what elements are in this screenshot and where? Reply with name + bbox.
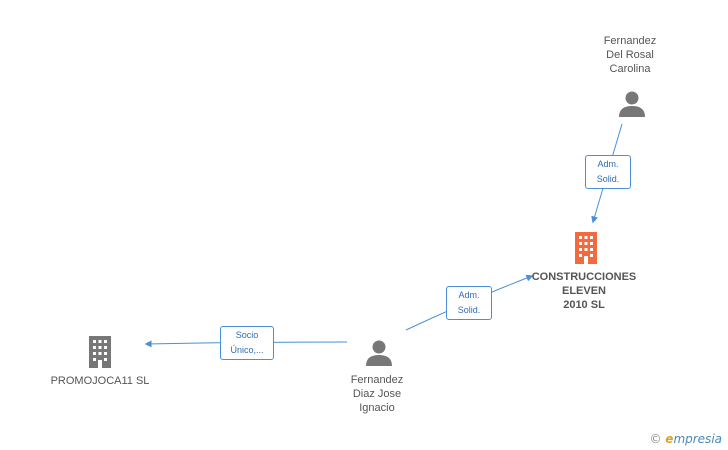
person-carolina-label: Fernandez Del Rosal Carolina <box>603 35 657 75</box>
edge-label-jose-construcciones[interactable]: Adm. Solid. <box>446 286 492 320</box>
edge-label-carolina-construcciones[interactable]: Adm. Solid. <box>585 155 631 189</box>
building-icon[interactable] <box>85 334 115 368</box>
building-icon[interactable] <box>571 230 601 264</box>
company-promojoca-label: PROMOJOCA11 SL <box>50 375 150 387</box>
person-icon[interactable] <box>364 338 394 368</box>
person-jose-label: Fernandez Diaz Jose Ignacio <box>350 374 404 414</box>
copyright-icon: © <box>649 432 662 446</box>
brand-logo: © empresia <box>649 432 722 446</box>
person-icon[interactable] <box>617 89 647 119</box>
edge-label-jose-promojoca[interactable]: Socio Único,... <box>220 326 274 360</box>
company-construcciones-label: CONSTRUCCIONES ELEVEN 2010 SL <box>531 271 637 311</box>
